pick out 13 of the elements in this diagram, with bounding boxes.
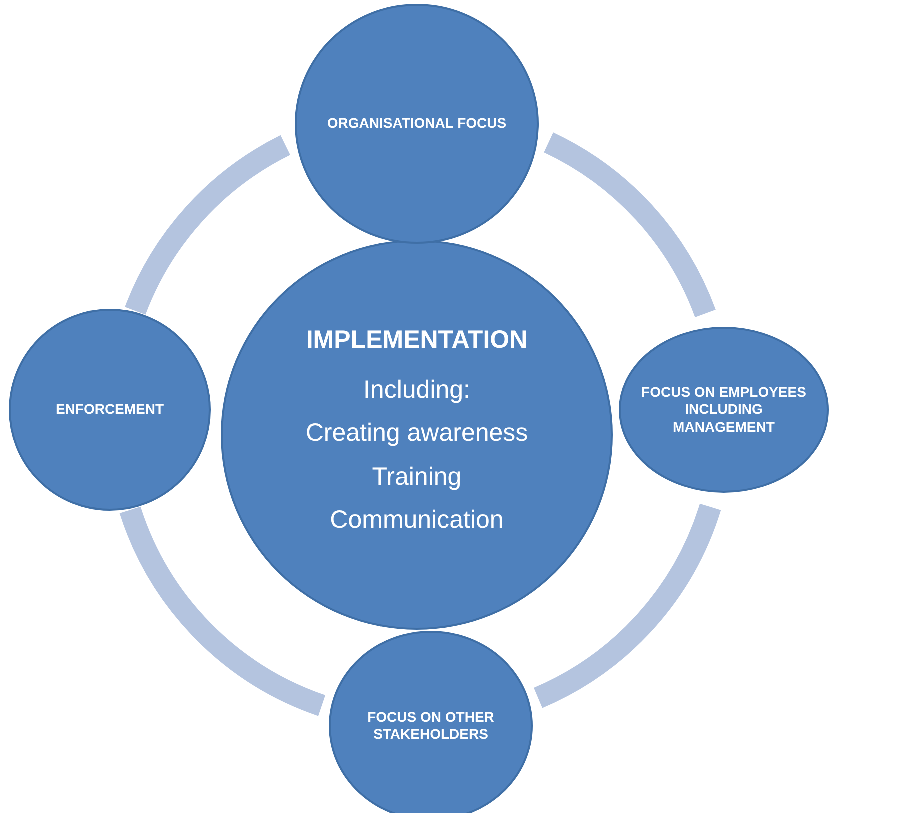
node-text: Communication bbox=[330, 507, 504, 535]
node-label: ENFORCEMENT bbox=[56, 401, 164, 419]
ring-segment bbox=[533, 503, 721, 708]
node-label: FOCUS ON OTHER STAKEHOLDERS bbox=[366, 708, 496, 744]
node-text: Training bbox=[372, 464, 462, 492]
node-text: Creating awareness bbox=[306, 420, 528, 448]
ring-segment bbox=[125, 136, 292, 316]
node-heading: IMPLEMENTATION bbox=[306, 327, 528, 355]
ring-segment bbox=[120, 506, 326, 716]
node-label: FOCUS ON EMPLOYEES INCLUDING MANAGEMENT bbox=[640, 384, 808, 436]
node-text: Including: bbox=[363, 376, 471, 404]
ring-segment bbox=[544, 132, 716, 318]
node-label: ORGANISATIONAL FOCUS bbox=[327, 115, 507, 133]
